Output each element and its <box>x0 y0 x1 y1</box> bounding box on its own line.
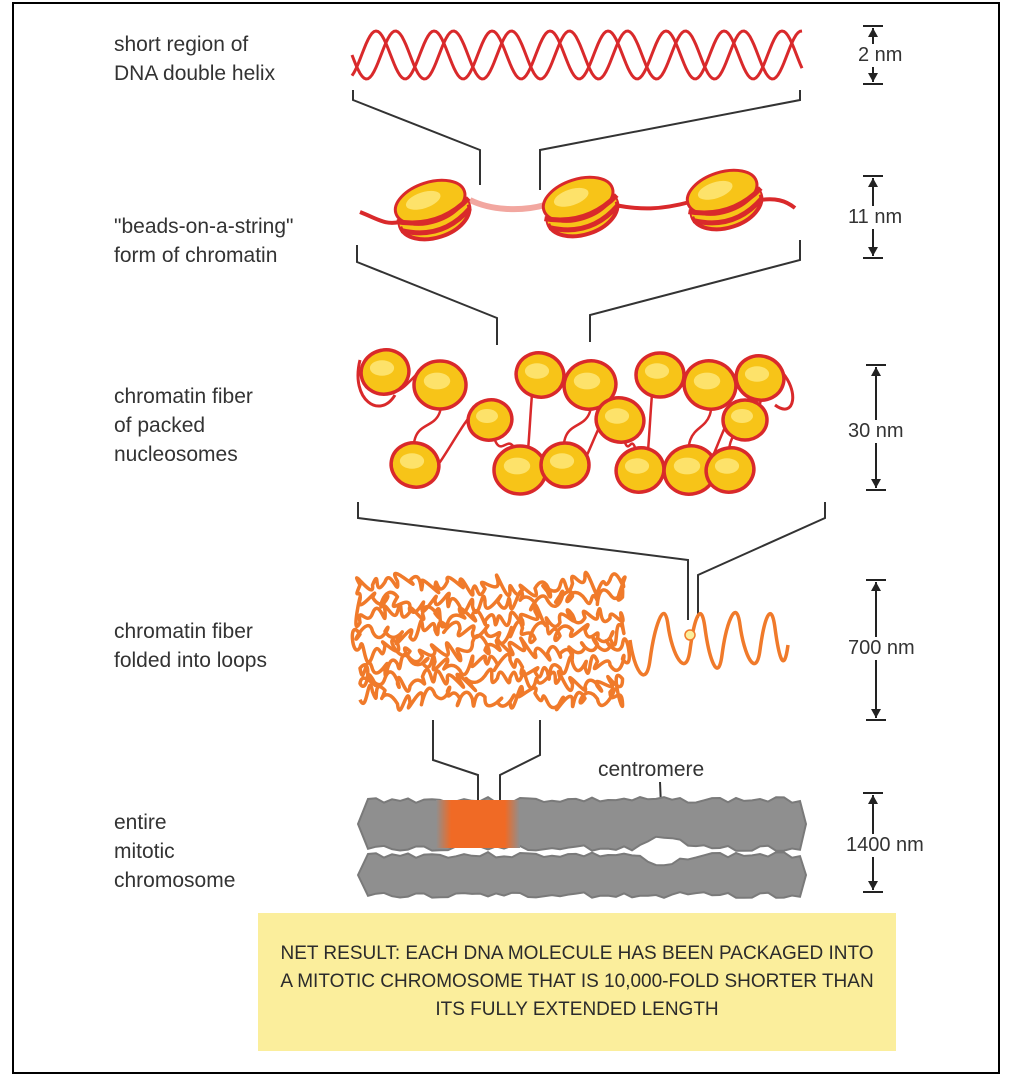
packed-nucleosome-fiber <box>356 345 793 500</box>
net-result-box: NET RESULT: EACH DNA MOLECULE HAS BEEN P… <box>258 913 896 1051</box>
nucleosome-bead <box>680 162 770 239</box>
scale-bars <box>863 26 886 892</box>
size-label-700nm: 700 nm <box>846 637 917 660</box>
stage-label-30nm-fiber: chromatin fiber of packed nucleosomes <box>114 382 344 469</box>
nucleosome-bead <box>388 172 478 249</box>
nucleosome-bead <box>536 169 626 246</box>
chromatin-loops <box>352 573 788 711</box>
stage-label-mitotic-chromosome: entire mitotic chromosome <box>114 808 344 895</box>
centromere-label: centromere <box>598 758 704 782</box>
size-label-1400nm: 1400 nm <box>844 834 926 857</box>
stage-label-dna-helix: short region of DNA double helix <box>114 30 344 88</box>
size-label-30nm: 30 nm <box>846 420 906 443</box>
net-result-text: NET RESULT: EACH DNA MOLECULE HAS BEEN P… <box>277 940 877 1024</box>
beads-on-a-string <box>360 162 795 249</box>
size-label-11nm: 11 nm <box>846 206 904 229</box>
dna-double-helix <box>352 31 802 79</box>
stage-label-beads-on-string: "beads-on-a-string" form of chromatin <box>114 212 344 270</box>
mitotic-chromosome <box>358 797 806 898</box>
size-label-2nm: 2 nm <box>856 44 904 67</box>
stage-label-folded-loops: chromatin fiber folded into loops <box>114 617 344 675</box>
